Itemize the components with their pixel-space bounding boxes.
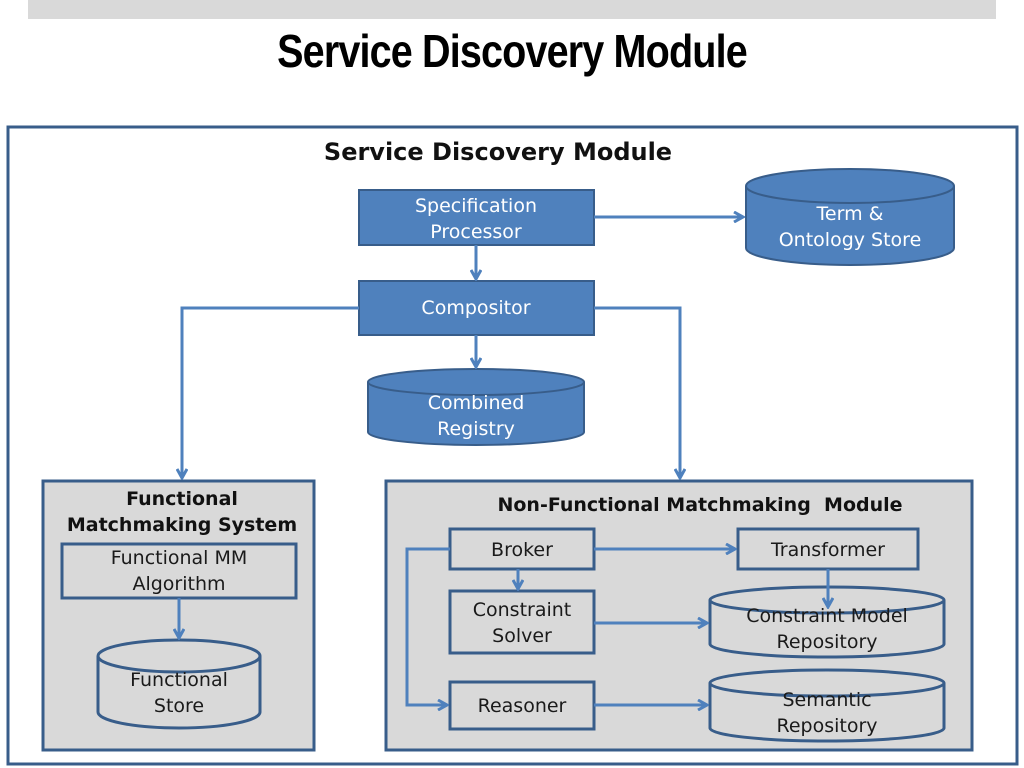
- specification-processor-label-1: Specification: [415, 195, 537, 217]
- transformer-node[interactable]: Transformer: [736, 527, 920, 571]
- functional-algorithm-label-2: Algorithm: [132, 573, 225, 595]
- arrow-broker-to-reasoner: [405, 547, 450, 705]
- constraint-repo-label-2: Repository: [776, 631, 877, 653]
- specification-processor-label-2: Processor: [430, 221, 522, 243]
- semantic-repo-label-1: Semantic: [782, 689, 871, 711]
- functional-system-label-1: Functional: [126, 488, 238, 510]
- reasoner-node[interactable]: Reasoner: [448, 680, 596, 731]
- nonfunctional-module-label: Non-Functional Matchmaking Module: [497, 494, 902, 516]
- semantic-repository-node[interactable]: Semantic Repository: [708, 668, 946, 743]
- functional-mm-algorithm-node[interactable]: Functional MM Algorithm: [60, 542, 298, 600]
- transformer-label: Transformer: [770, 539, 885, 561]
- constraint-model-repository-node[interactable]: Constraint Model Repository: [708, 585, 946, 659]
- slide-top-bar: [28, 0, 996, 19]
- constraint-solver-label-2: Solver: [492, 625, 552, 647]
- combined-registry-node[interactable]: Combined Registry: [367, 368, 585, 446]
- slide-title: Service Discovery Module: [277, 25, 748, 77]
- diagram-title: Service Discovery Module: [324, 138, 672, 166]
- constraint-repo-label-1: Constraint Model: [746, 605, 908, 627]
- term-store-label-1: Term &: [816, 203, 884, 225]
- broker-label: Broker: [491, 539, 553, 561]
- compositor-node[interactable]: Compositor: [358, 280, 595, 336]
- combined-registry-label-1: Combined: [428, 392, 525, 414]
- functional-matchmaking-system-panel[interactable]: Functional Matchmaking System: [41, 479, 316, 752]
- semantic-repo-label-2: Repository: [776, 715, 877, 737]
- functional-store-label-1: Functional: [130, 669, 228, 691]
- specification-processor-node[interactable]: Specification Processor: [358, 189, 595, 246]
- arrow-compositor-to-functional: [182, 306, 359, 477]
- arrow-compositor-to-nonfunctional: [594, 306, 680, 477]
- functional-system-label-2: Matchmaking System: [67, 514, 297, 536]
- term-ontology-store-node[interactable]: Term & Ontology Store: [745, 168, 955, 266]
- functional-store-label-2: Store: [154, 695, 204, 717]
- functional-store-node[interactable]: Functional Store: [96, 638, 262, 730]
- compositor-label: Compositor: [421, 297, 530, 319]
- constraint-solver-node[interactable]: Constraint Solver: [448, 589, 596, 655]
- constraint-solver-label-1: Constraint: [473, 599, 572, 621]
- functional-algorithm-label-1: Functional MM: [111, 547, 248, 569]
- reasoner-label: Reasoner: [478, 695, 567, 717]
- combined-registry-label-2: Registry: [437, 418, 515, 440]
- broker-node[interactable]: Broker: [448, 527, 596, 571]
- term-store-label-2: Ontology Store: [779, 229, 922, 251]
